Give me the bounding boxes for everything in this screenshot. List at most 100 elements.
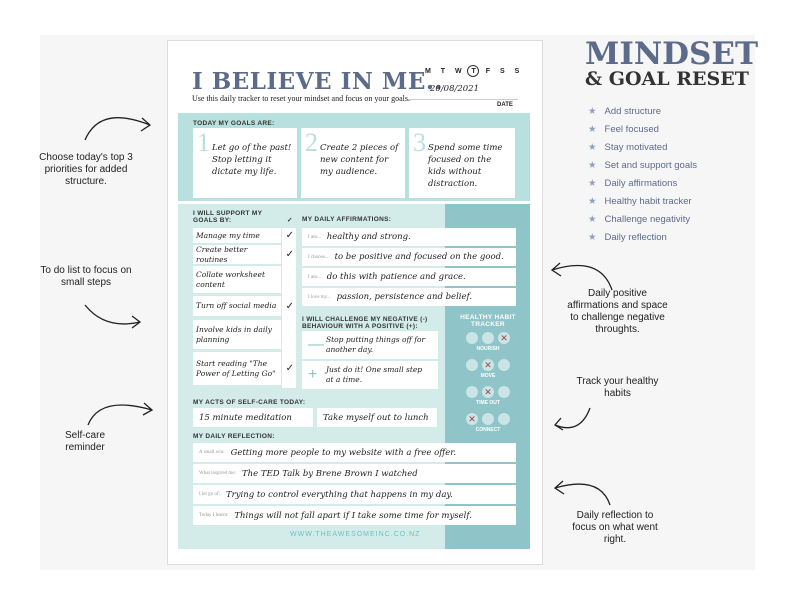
star-icon: ★ <box>588 232 597 243</box>
annotation-reflection: Daily reflection to focus on what went r… <box>572 510 658 545</box>
selfcare-text: 15 minute meditation <box>199 412 292 423</box>
support-item[interactable]: Collate worksheet content <box>193 266 281 293</box>
support-text: Involve kids in daily planning <box>196 324 272 344</box>
habit-row: ✕ <box>452 413 524 425</box>
reflection-prefix: A small win: <box>199 450 225 455</box>
habit-face-icon[interactable]: ✕ <box>482 359 494 371</box>
habit-row: ✕ <box>452 386 524 398</box>
reflection-prefix: Today I learnt: <box>199 513 229 518</box>
support-item[interactable]: Involve kids in daily planning <box>193 320 281 349</box>
habit-face-icon[interactable] <box>482 332 494 344</box>
challenge-label: I WILL CHALLENGE MY NEGATIVE (-) BEHAVIO… <box>302 316 428 330</box>
habit-face-icon[interactable] <box>498 386 510 398</box>
feature-text: Set and support goals <box>604 160 697 171</box>
affirmation-text: to be positive and focused on the good. <box>334 252 504 262</box>
habit-face-icon[interactable] <box>482 413 494 425</box>
selfcare-item[interactable]: Take myself out to lunch <box>317 408 437 427</box>
affirmation-prefix: I am... <box>308 234 321 240</box>
support-item[interactable]: Manage my time✓ <box>193 228 294 243</box>
reflection-row[interactable]: I let go of:Trying to control everything… <box>193 485 516 504</box>
date-value: 20/08/2021 <box>430 84 479 94</box>
habit-name: TIME OUT <box>476 400 500 406</box>
challenge-text: Stop putting things off for another day. <box>326 335 426 354</box>
feature-text: Daily reflection <box>604 232 667 243</box>
habit-label: HEALTHY HABIT TRACKER <box>460 314 516 328</box>
support-item[interactable]: Create better routines ✓ <box>193 244 294 264</box>
affirmations-label: MY DAILY AFFIRMATIONS: <box>302 216 392 223</box>
star-icon: ★ <box>588 106 597 117</box>
support-label: I WILL SUPPORT MY GOALS BY: <box>193 210 263 224</box>
affirmation-prefix: I choose... <box>308 254 329 260</box>
star-icon: ★ <box>588 196 597 207</box>
reflection-text: Trying to control everything that happen… <box>225 489 453 500</box>
feature-text: Stay motivated <box>604 142 668 153</box>
feature-text: Daily affirmations <box>604 178 678 189</box>
selfcare-item[interactable]: 15 minute meditation <box>193 408 313 427</box>
reflection-row[interactable]: Today I learnt:Things will not fall apar… <box>193 506 516 525</box>
affirmation-prefix: I am... <box>308 274 321 280</box>
affirmation-row[interactable]: I am... healthy and strong. <box>302 228 516 246</box>
habit-face-icon[interactable]: ✕ <box>482 386 494 398</box>
sheet-subtitle: Use this daily tracker to reset your min… <box>192 94 410 103</box>
goal-number: 1 <box>197 128 210 157</box>
feature-text: Challenge negativity <box>604 214 691 225</box>
feature-item: ★Challenge negativity <box>588 214 697 232</box>
check-icon: ✓ <box>285 230 294 241</box>
annotation-goals: Choose today's top 3 priorities for adde… <box>39 152 133 187</box>
selfcare-label: MY ACTS OF SELF-CARE TODAY: <box>193 399 306 406</box>
habit-face-icon[interactable] <box>466 332 478 344</box>
habit-face-icon[interactable] <box>466 359 478 371</box>
reflection-prefix: What inspired me: <box>199 471 236 476</box>
habit-face-icon[interactable]: ✕ <box>466 413 478 425</box>
check-icon: ✓ <box>285 363 294 374</box>
habit-face-icon[interactable] <box>466 386 478 398</box>
goals-label: TODAY MY GOALS ARE: <box>193 120 275 127</box>
challenge-row[interactable]: +Just do it! One small step at a time. <box>302 361 438 389</box>
support-item[interactable]: Turn off social media ✓ <box>193 296 294 316</box>
feature-item: ★ Daily reflection <box>588 232 697 250</box>
habit-face-icon[interactable] <box>498 413 510 425</box>
reflection-text: The TED Talk by Brene Brown I watched <box>241 468 418 479</box>
feature-item: ★Add structure <box>588 106 697 124</box>
affirmation-row[interactable]: I love my...passion, persistence and bel… <box>302 288 516 306</box>
habit-name: CONNECT <box>475 427 501 433</box>
feature-text: Feel focused <box>604 124 659 135</box>
star-icon: ★ <box>588 178 597 189</box>
goal-text: Spend some time focused on the kids with… <box>428 143 503 189</box>
support-text: Start reading "The Power of Letting Go" <box>196 358 276 378</box>
support-text: Create better routines <box>196 244 248 264</box>
feature-item: ★ Set and support goals <box>588 160 697 178</box>
habit-face-icon[interactable] <box>498 359 510 371</box>
affirmation-row[interactable]: I am...do this with patience and grace. <box>302 268 516 286</box>
star-icon: ★ <box>588 160 597 171</box>
affirmation-text: passion, persistence and belief. <box>336 292 473 302</box>
annotation-affirmations: Daily positive affirmations and space to… <box>567 288 668 335</box>
challenge-row[interactable]: —Stop putting things off for another day… <box>302 331 438 359</box>
goal-text: Let go of the past! Stop letting it dict… <box>212 143 292 177</box>
reflection-row[interactable]: A small win:Getting more people to my we… <box>193 443 516 462</box>
feature-list: ★Add structure★Feel focused★Stay motivat… <box>588 106 697 250</box>
goal-number: 3 <box>413 128 426 157</box>
support-text: Collate worksheet content <box>196 269 265 289</box>
reflection-row[interactable]: What inspired me: The TED Talk by Brene B… <box>193 464 516 483</box>
check-column <box>282 228 296 388</box>
check-header: ✓ <box>287 217 293 224</box>
check-icon: ✓ <box>285 249 294 260</box>
feature-item: ★ Daily affirmations <box>588 178 697 196</box>
support-item[interactable]: Start reading "The Power of Letting Go" ✓ <box>193 352 294 385</box>
check-icon: ✓ <box>285 300 294 312</box>
affirmation-text: healthy and strong. <box>326 232 411 242</box>
support-text: Turn off social media <box>196 301 277 310</box>
affirmation-row[interactable]: I choose... to be positive and focused on… <box>302 248 516 266</box>
habit-name: NOURISH <box>476 346 500 352</box>
website[interactable]: WWW.THEAWESOMEINC.CO.NZ <box>290 531 421 538</box>
feature-item: ★Healthy habit tracker <box>588 196 697 214</box>
annotation-selfcare: Self-care reminder <box>64 430 105 453</box>
star-icon: ★ <box>588 142 597 153</box>
selected-day-circle <box>467 65 479 77</box>
date-label: DATE <box>497 102 513 108</box>
habit-face-icon[interactable]: ✕ <box>498 332 510 344</box>
